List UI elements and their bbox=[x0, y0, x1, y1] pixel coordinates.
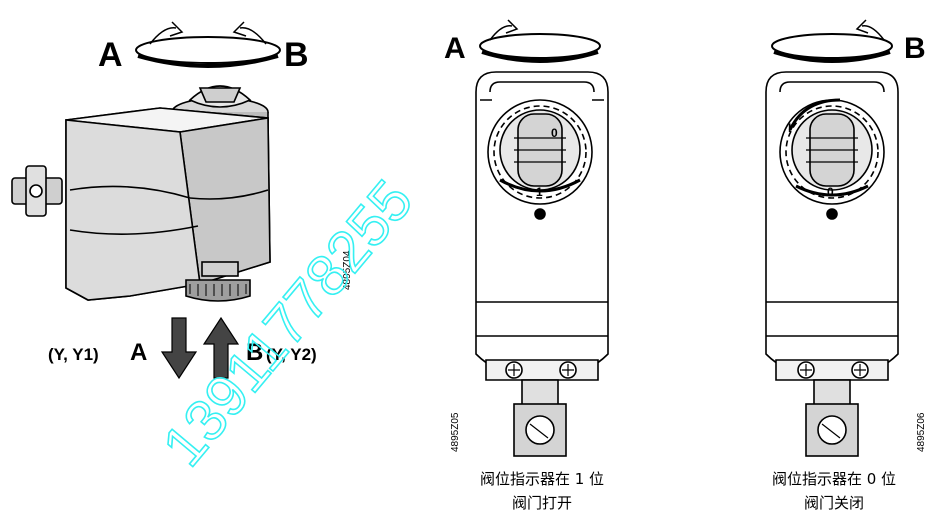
dial-mark-bottom: 0 bbox=[827, 185, 834, 199]
caption-line-2: 阀门关闭 bbox=[804, 494, 864, 512]
right-view: B I 0 4895Z06 阀位指示器在 0 位 bbox=[765, 19, 927, 512]
dial-mark-top: 0 bbox=[551, 126, 558, 140]
push-label-b: B bbox=[246, 339, 263, 366]
figure-code-right: 4895Z06 bbox=[916, 412, 927, 452]
push-label-a: A bbox=[130, 339, 147, 366]
rotation-arrow-icon bbox=[135, 21, 281, 68]
dial-mark-top: I bbox=[788, 121, 791, 135]
caption-line-2: 阀门打开 bbox=[512, 494, 572, 512]
rotation-label-a: A bbox=[98, 36, 123, 74]
left-view: A B bbox=[11, 21, 353, 380]
figure-code-left: 4895Z04 bbox=[342, 250, 353, 290]
rotation-arrow-icon bbox=[479, 19, 601, 63]
actuator-front bbox=[475, 71, 609, 457]
middle-view: A 0 1 48 bbox=[444, 19, 609, 512]
dial-mark-bottom: 1 bbox=[536, 185, 543, 199]
signal-label-left: (Y, Y1) bbox=[48, 345, 99, 364]
rotation-label-b: B bbox=[904, 32, 926, 65]
actuator-body bbox=[11, 85, 271, 302]
rotation-label-b: B bbox=[284, 36, 309, 74]
signal-label-right: (Y, Y2) bbox=[266, 345, 317, 364]
push-arrows-icon bbox=[160, 316, 240, 380]
caption-line-1: 阀位指示器在 0 位 bbox=[772, 470, 896, 488]
figure-code-middle: 4895Z05 bbox=[450, 412, 461, 452]
rotation-label-a: A bbox=[444, 32, 466, 65]
actuator-front bbox=[765, 71, 899, 457]
caption-line-1: 阀位指示器在 1 位 bbox=[480, 470, 604, 488]
rotation-arrow-icon bbox=[771, 19, 893, 63]
